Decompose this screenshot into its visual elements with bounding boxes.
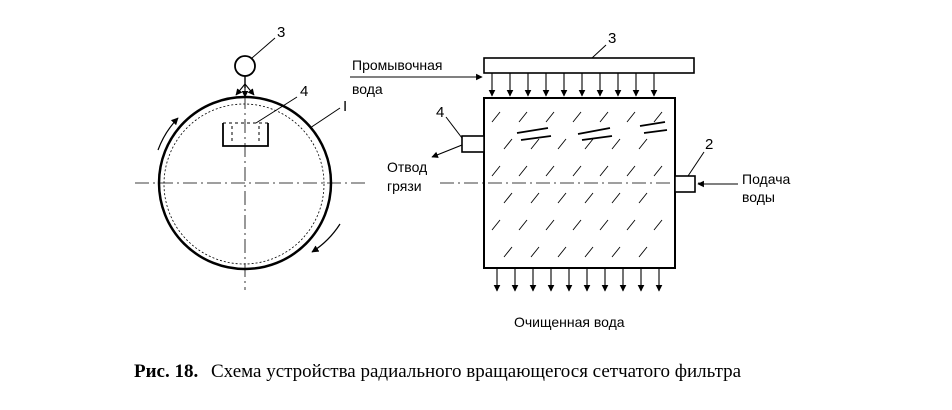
dirt-outlet-arrow — [431, 144, 463, 158]
water-supply-label-1: Подача — [742, 171, 790, 187]
hatch-mark — [572, 165, 582, 177]
mesh-hatching — [491, 111, 663, 258]
hatch-mark — [518, 219, 528, 231]
hatch-mark — [584, 138, 594, 150]
water-inlet-pipe — [674, 175, 696, 193]
label-right-inlet: 2 — [705, 136, 713, 153]
hatch-mark — [638, 246, 648, 258]
clean-water-label: Очищенная вода — [514, 314, 625, 330]
hatch-mark — [491, 219, 501, 231]
spray-arrows — [488, 73, 658, 97]
dirt-trough — [222, 123, 269, 147]
hatch-mark — [572, 219, 582, 231]
water-supply-label-2: воды — [742, 189, 775, 205]
spray-line-right — [244, 83, 255, 96]
hatch-mark — [653, 219, 663, 231]
filter-front-view: 3 4 2 Промывочная вода Отвод грязи Подач… — [350, 30, 790, 330]
hatch-mark — [503, 138, 513, 150]
wash-water-label-1: Промывочная — [352, 57, 442, 73]
hatch-mark — [518, 111, 528, 123]
leader-right-3 — [591, 44, 607, 59]
dirt-outlet-pipe — [461, 135, 485, 153]
label-left-nozzle: 3 — [277, 24, 285, 41]
hatch-mark — [545, 165, 555, 177]
hatch-mark — [572, 111, 582, 123]
clean-water-arrows — [493, 268, 663, 292]
leader-left-4 — [255, 96, 298, 124]
drum-side-view: 3 4 I — [135, 24, 365, 290]
hatch-mark — [557, 138, 567, 150]
hatch-mark — [584, 246, 594, 258]
hatch-mark — [530, 246, 540, 258]
figure-caption: Рис. 18. Схема устройства радиального вр… — [134, 361, 742, 382]
dirt-outlet-label-2: грязи — [387, 178, 422, 194]
hatch-mark — [626, 219, 636, 231]
leader-left-I — [309, 107, 341, 129]
hatch-mark — [638, 138, 648, 150]
leader-right-4 — [445, 116, 463, 139]
hatch-mark — [530, 138, 540, 150]
hatch-mark — [653, 165, 663, 177]
hatch-mark — [503, 192, 513, 204]
wash-nozzle-icon — [234, 55, 256, 77]
dirt-outlet-label-1: Отвод — [387, 159, 427, 175]
hatch-mark — [626, 111, 636, 123]
hatch-mark — [545, 219, 555, 231]
hatch-mark — [599, 165, 609, 177]
label-left-trough: 4 — [300, 83, 308, 100]
hatch-mark — [626, 165, 636, 177]
label-right-nozzle: 3 — [608, 30, 616, 47]
label-right-outlet: 4 — [436, 104, 444, 121]
hatch-mark — [611, 138, 621, 150]
label-left-drum: I — [343, 98, 347, 115]
rotation-arrow-upper — [157, 117, 179, 151]
caption-prefix: Рис. 18. — [134, 361, 198, 382]
leader-left-3 — [251, 37, 276, 59]
caption-text: Схема устройства радиального вращающегос… — [211, 361, 742, 382]
wash-water-label-2: вода — [352, 81, 383, 97]
rotation-arrow-lower — [311, 223, 341, 253]
hatch-mark — [518, 165, 528, 177]
hatch-mark — [530, 192, 540, 204]
hatch-mark — [491, 111, 501, 123]
hatch-mark — [584, 192, 594, 204]
leader-right-2 — [687, 151, 705, 177]
drum-mesh-circle — [163, 103, 325, 265]
hatch-mark — [611, 192, 621, 204]
hatch-mark — [557, 246, 567, 258]
hatch-mark — [599, 219, 609, 231]
hatch-mark — [599, 111, 609, 123]
hatch-mark — [545, 111, 555, 123]
spray-line-left — [235, 83, 246, 96]
dirt-layer — [516, 121, 668, 141]
hatch-mark — [503, 246, 513, 258]
hatch-mark — [611, 246, 621, 258]
wash-water-pipe — [483, 57, 695, 74]
hatch-mark — [491, 165, 501, 177]
hatch-mark — [653, 111, 663, 123]
hatch-mark — [638, 192, 648, 204]
hatch-mark — [557, 192, 567, 204]
